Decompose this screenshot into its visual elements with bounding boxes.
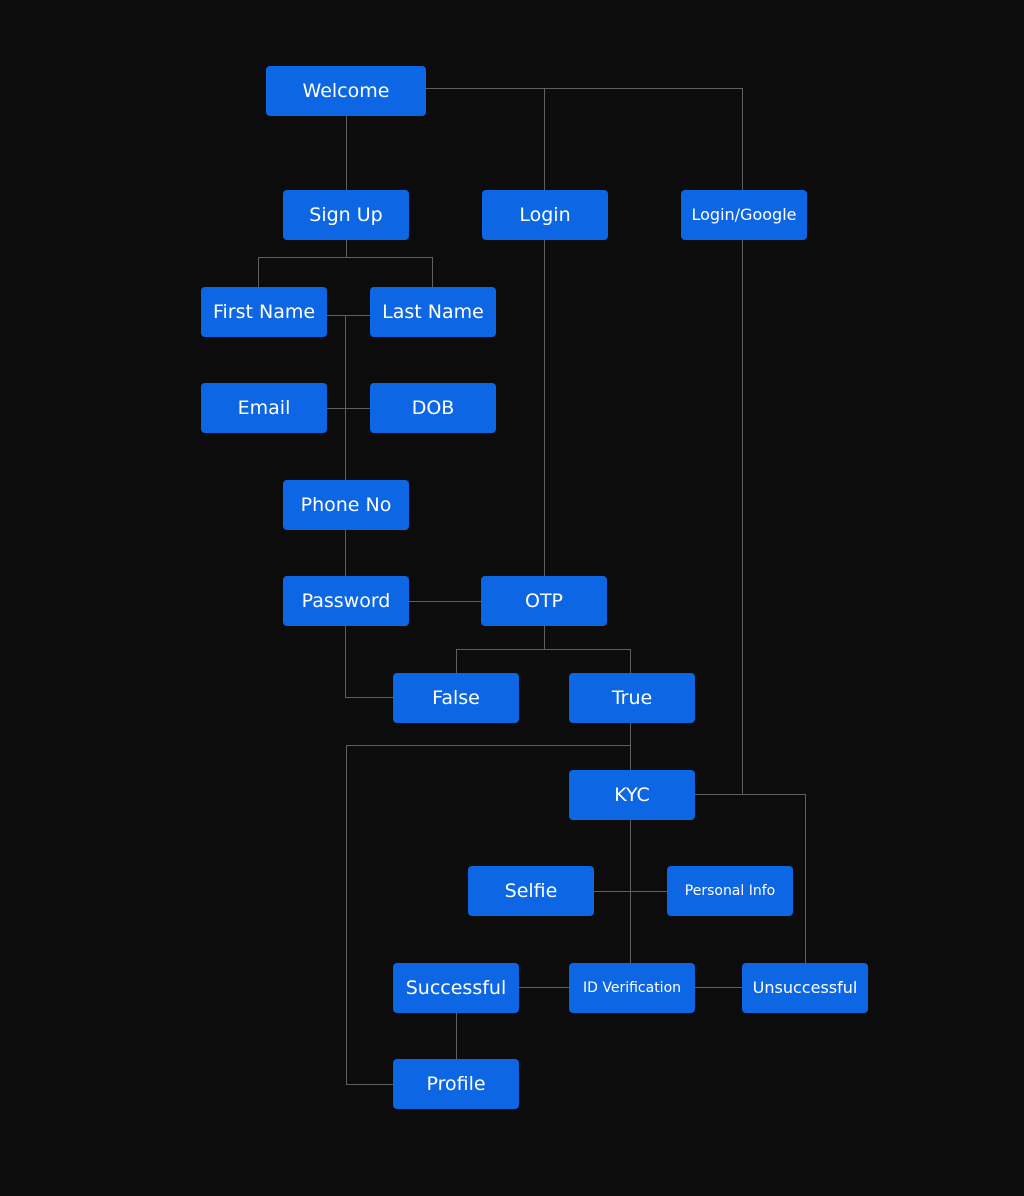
last-name-node: Last Name	[370, 287, 496, 337]
login-google-node: Login/Google	[681, 190, 807, 240]
true-node: True	[569, 673, 695, 723]
sign-up-node: Sign Up	[283, 190, 409, 240]
selfie-node: Selfie	[468, 866, 594, 916]
unsuccessful-node: Unsuccessful	[742, 963, 868, 1013]
login-node: Login	[482, 190, 608, 240]
email-node: Email	[201, 383, 327, 433]
dob-node: DOB	[370, 383, 496, 433]
phone-no-node: Phone No	[283, 480, 409, 530]
otp-node: OTP	[481, 576, 607, 626]
password-node: Password	[283, 576, 409, 626]
id-verification-node: ID Verification	[569, 963, 695, 1013]
profile-node: Profile	[393, 1059, 519, 1109]
first-name-node: First Name	[201, 287, 327, 337]
welcome-node: Welcome	[266, 66, 426, 116]
false-node: False	[393, 673, 519, 723]
successful-node: Successful	[393, 963, 519, 1013]
personal-info-node: Personal Info	[667, 866, 793, 916]
kyc-node: KYC	[569, 770, 695, 820]
